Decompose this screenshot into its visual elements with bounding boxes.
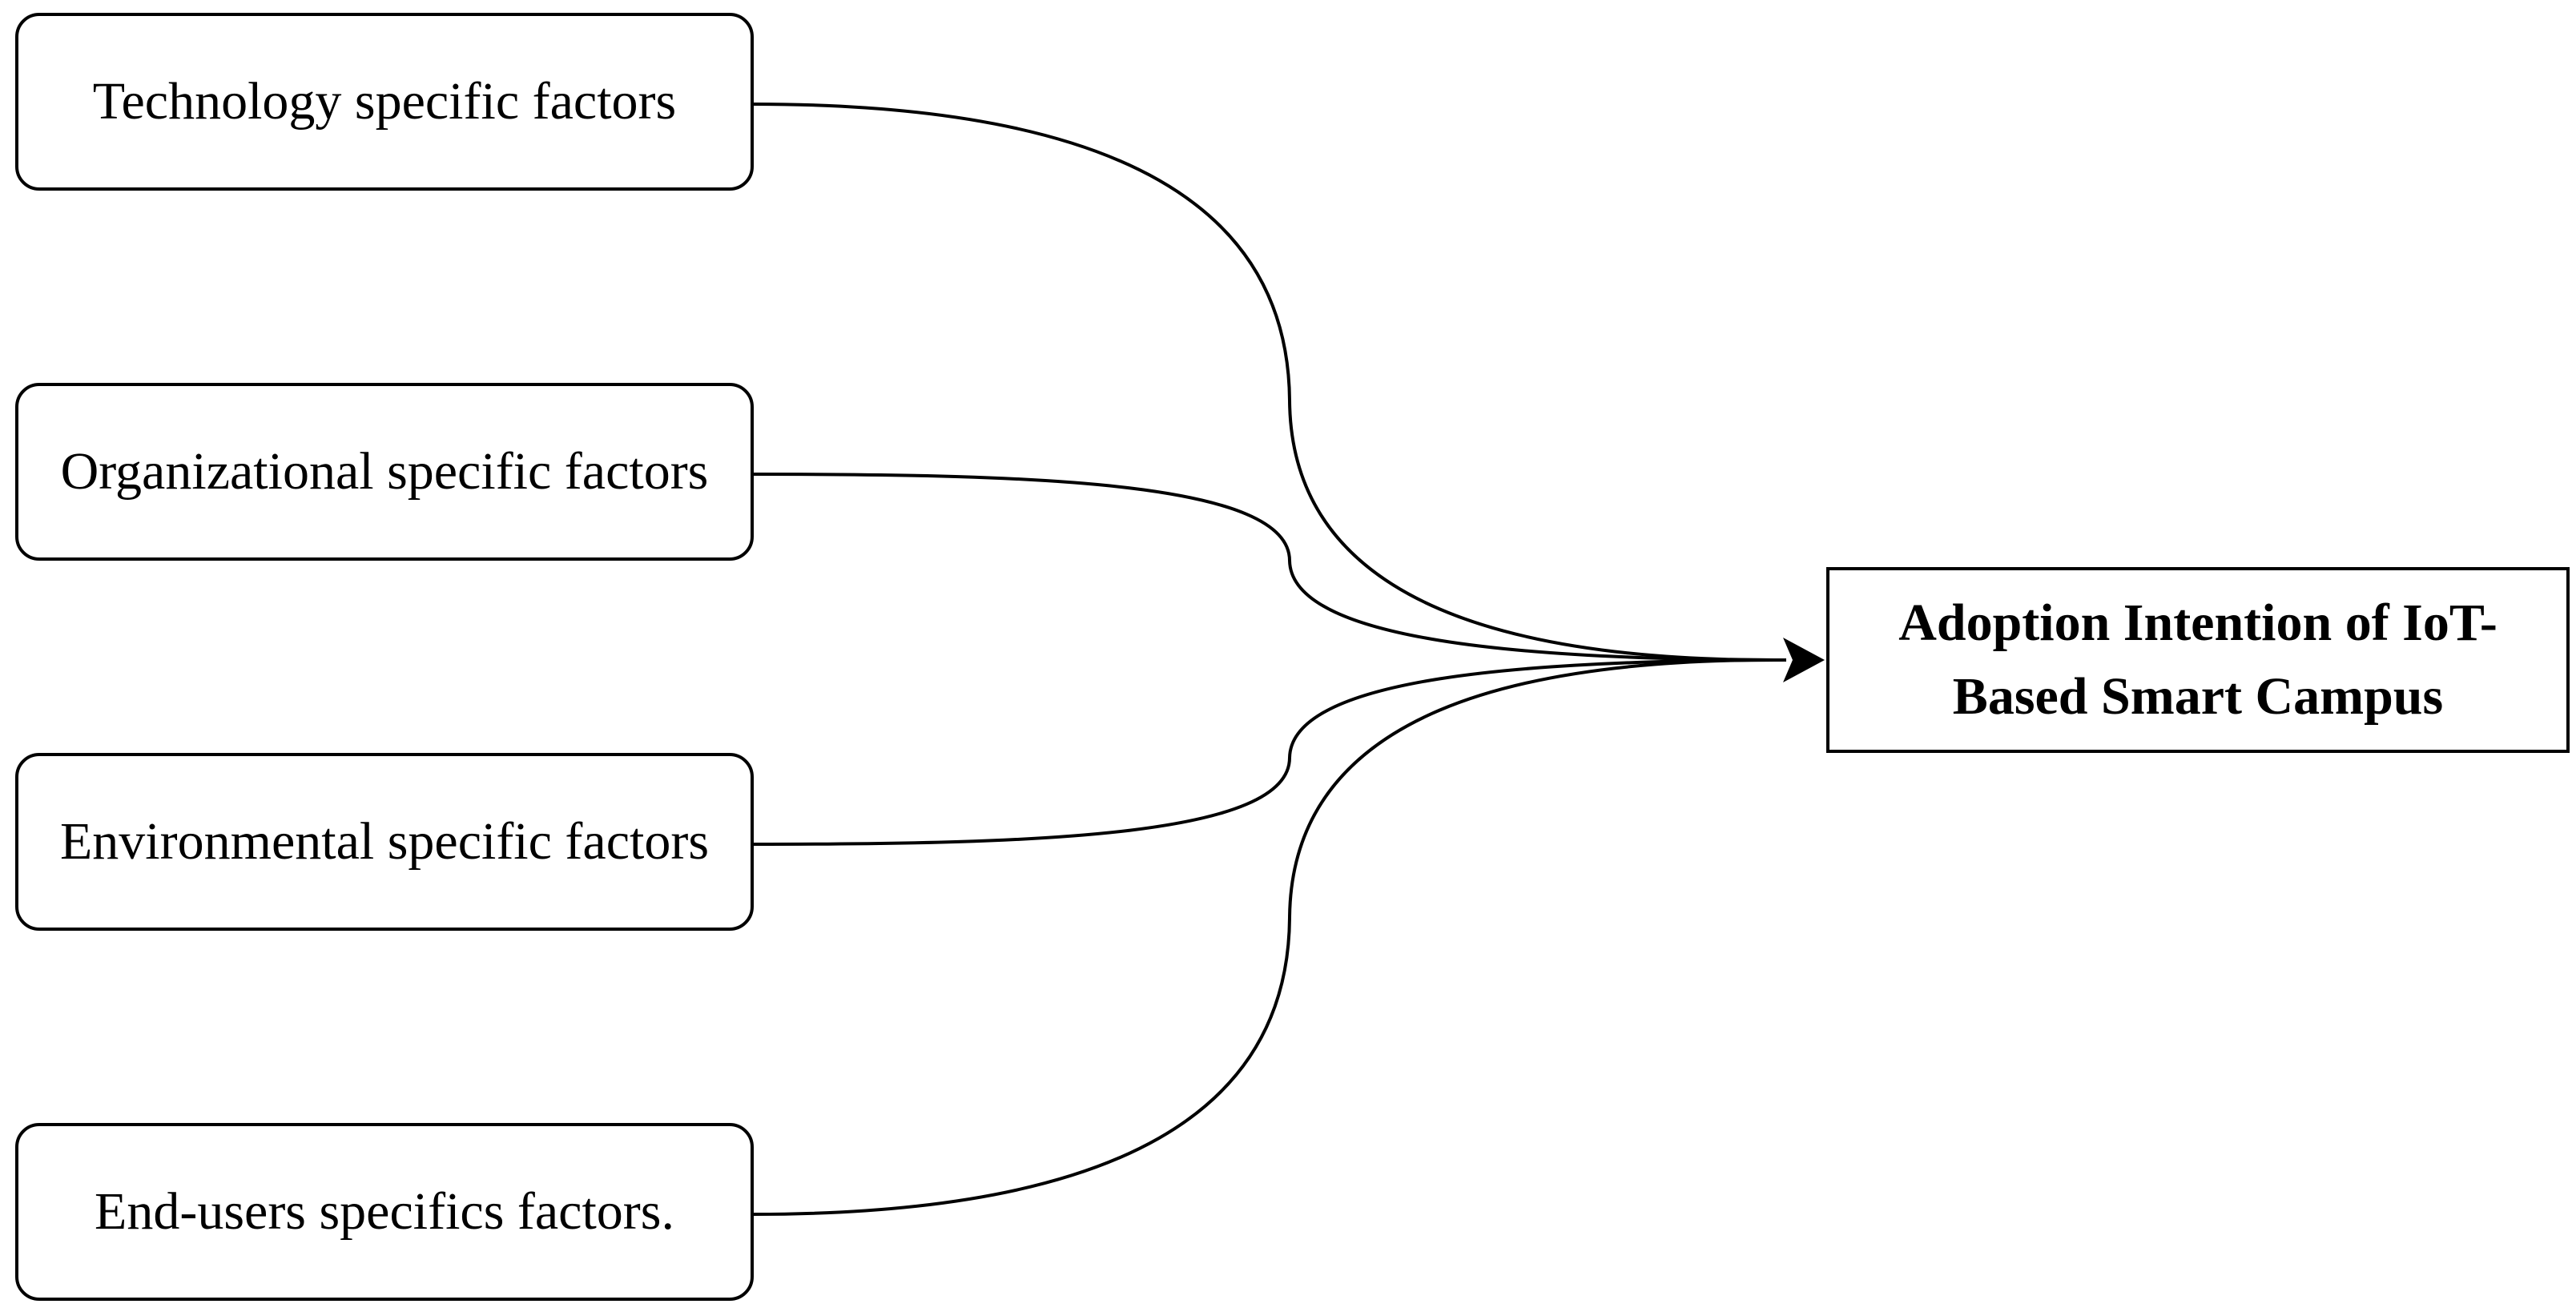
factor-label-end-users: End-users specifics factors.	[95, 1182, 674, 1241]
connector-environmental	[753, 658, 1787, 846]
factor-box-environmental: Environmental specific factors	[15, 753, 754, 931]
arrowhead-icon	[1783, 638, 1825, 682]
connector-end-users	[753, 658, 1787, 1216]
connector-technology	[753, 103, 1787, 662]
factor-label-organizational: Organizational specific factors	[60, 442, 709, 501]
factor-label-environmental: Environmental specific factors	[59, 812, 709, 871]
connector-organizational	[753, 473, 1787, 662]
factor-box-technology: Technology specific factors	[15, 13, 754, 191]
factor-box-organizational: Organizational specific factors	[15, 383, 754, 561]
outcome-box: Adoption Intention of IoT-Based Smart Ca…	[1826, 567, 2570, 753]
factor-label-technology: Technology specific factors	[92, 72, 677, 131]
factor-box-end-users: End-users specifics factors.	[15, 1123, 754, 1301]
outcome-label: Adoption Intention of IoT-Based Smart Ca…	[1898, 594, 2498, 726]
